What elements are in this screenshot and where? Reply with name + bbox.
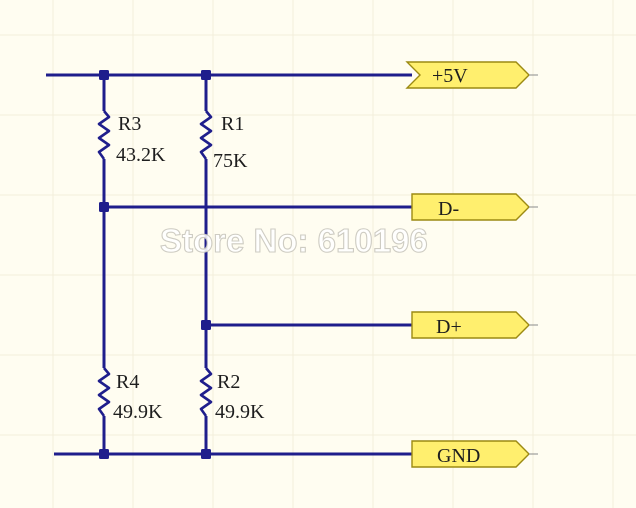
port-gnd: GND <box>411 440 538 468</box>
junction-dot <box>201 320 211 330</box>
port-gnd-label: GND <box>437 445 480 467</box>
r4-value: 49.9K <box>113 401 163 423</box>
port-5v: +5V <box>405 61 538 89</box>
port-dminus: D- <box>411 193 538 221</box>
junction-dot <box>99 449 109 459</box>
junction-dot <box>99 70 109 80</box>
port-dplus: D+ <box>411 311 538 339</box>
junction-dot <box>99 202 109 212</box>
r1-value: 75K <box>213 150 248 172</box>
store-watermark: Store No: 610196 <box>160 222 428 259</box>
junction-dot <box>201 449 211 459</box>
r2-designator: R2 <box>217 371 240 393</box>
r1-designator: R1 <box>221 113 244 135</box>
port-dminus-label: D- <box>438 198 459 220</box>
r2-value: 49.9K <box>215 401 265 423</box>
junction-dot <box>201 70 211 80</box>
resistor-r4-symbol <box>97 367 111 417</box>
resistor-r2-symbol <box>199 367 213 417</box>
resistor-r1-symbol <box>199 110 213 160</box>
port-5v-label: +5V <box>432 65 468 87</box>
r3-value: 43.2K <box>116 144 166 166</box>
r4-designator: R4 <box>116 371 139 393</box>
resistor-r3-symbol <box>97 110 111 160</box>
port-dplus-label: D+ <box>436 316 462 338</box>
r3-designator: R3 <box>118 113 141 135</box>
